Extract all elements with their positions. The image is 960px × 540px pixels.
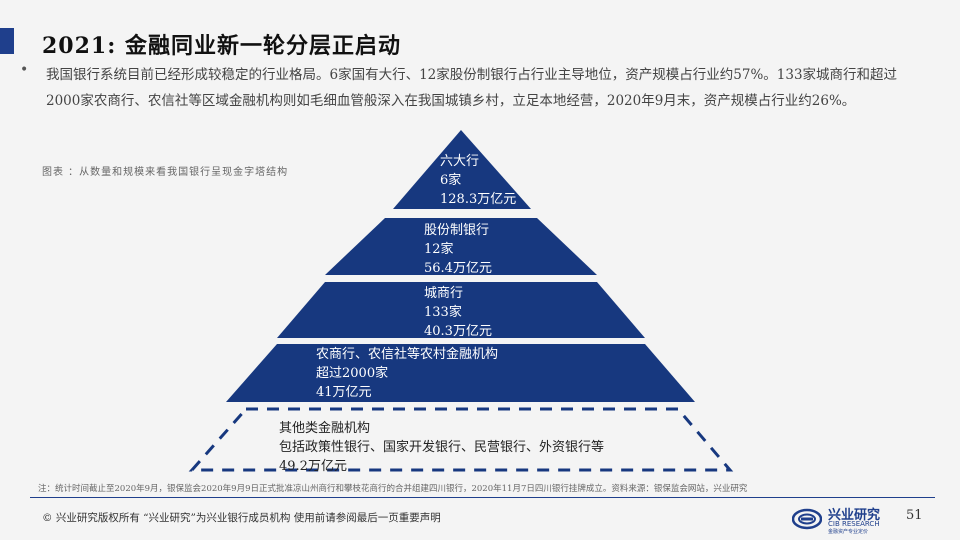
tier-4-assets: 41万亿元 xyxy=(316,385,372,400)
cib-research-logo: 兴业研究 CIB RESEARCH 金融资产专业定价 xyxy=(792,503,902,535)
logo-text-cn: 兴业研究 xyxy=(828,508,881,523)
figure-caption: 图表 ：从数量和规模来看我国银行呈现金字塔结构 xyxy=(42,167,289,178)
tier-5-count: 包括政策性银行、国家开发银行、民营银行、外资银行等 xyxy=(279,440,605,455)
page-number: 51 xyxy=(906,508,923,523)
tier-label-1: 六大行 6家 128.3万亿元 xyxy=(440,152,516,209)
logo-tagline: 金融资产专业定价 xyxy=(828,529,869,535)
tier-2-name: 股份制银行 xyxy=(424,223,490,238)
pyramid-tier-1 xyxy=(393,130,531,209)
tier-4-count: 超过2000家 xyxy=(316,366,389,381)
tier-2-assets: 56.4万亿元 xyxy=(424,261,492,276)
tier-label-5: 其他类金融机构 包括政策性银行、国家开发银行、民营银行、外资银行等 49.2万亿… xyxy=(279,419,604,476)
title-bar: 2021: 金融同业新一轮分层正启动 xyxy=(0,24,960,60)
footer-divider xyxy=(30,497,935,498)
tier-1-name: 六大行 xyxy=(440,154,480,169)
tier-3-assets: 40.3万亿元 xyxy=(424,324,492,339)
bullet-text: 我国银行系统目前已经形成较稳定的行业格局。6家国有大行、12家股份制银行占行业主… xyxy=(46,67,898,109)
pyramid-tier-4 xyxy=(226,344,695,402)
footer-copyright: © 兴业研究版权所有 “兴业研究”为兴业银行成员机构 使用前请参阅最后一页重要声… xyxy=(42,512,441,524)
page-title: 2021: 金融同业新一轮分层正启动 xyxy=(42,33,402,59)
tier-2-count: 12家 xyxy=(424,242,454,257)
tier-label-4: 农商行、农信社等农村金融机构 超过2000家 41万亿元 xyxy=(316,345,498,402)
tier-3-count: 133家 xyxy=(424,305,462,320)
tier-3-name: 城商行 xyxy=(424,286,464,301)
tier-1-count: 6家 xyxy=(440,173,462,188)
tier-5-assets: 49.2万亿元 xyxy=(279,459,347,474)
tier-label-2: 股份制银行 12家 56.4万亿元 xyxy=(424,221,492,278)
bullet-icon: • xyxy=(20,62,29,78)
logo-text-en: CIB RESEARCH xyxy=(828,520,880,528)
pyramid-tier-2 xyxy=(325,218,597,275)
source-note: 注：统计时间截止至2020年9月，银保监会2020年9月9日正式批准凉山州商行和… xyxy=(38,484,748,494)
tier-1-assets: 128.3万亿元 xyxy=(440,192,517,207)
pyramid-tier-3 xyxy=(277,282,645,338)
title-accent-bar xyxy=(0,28,14,54)
tier-5-name: 其他类金融机构 xyxy=(279,421,371,436)
cib-logo-icon xyxy=(792,508,822,530)
pyramid-tier-5-dashed xyxy=(188,407,734,472)
tier-4-name: 农商行、农信社等农村金融机构 xyxy=(316,347,499,362)
tier-label-3: 城商行 133家 40.3万亿元 xyxy=(424,284,492,341)
